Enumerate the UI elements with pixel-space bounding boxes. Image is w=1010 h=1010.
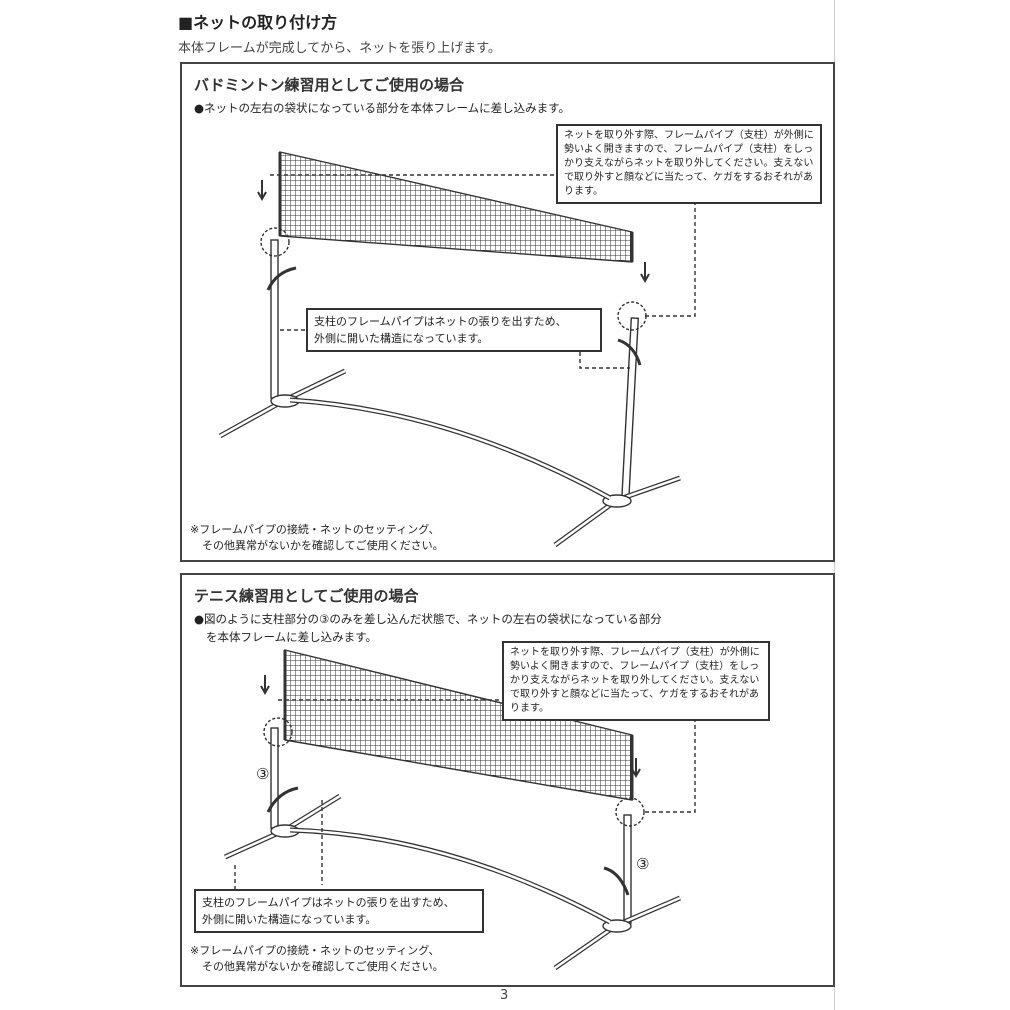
pole-note-line: 支柱のフレームパイプはネットの張りを出すため、 xyxy=(202,896,455,909)
tennis-section: テニス練習用としてご使用の場合 ●図のように支柱部分の③のみを差し込んだ状態で、… xyxy=(180,573,835,987)
page-heading: ■ネットの取り付け方 xyxy=(178,13,338,32)
badminton-section: バドミントン練習用としてご使用の場合 ●ネットの左右の袋状になっている部分を本体… xyxy=(180,62,835,562)
part-3-label: ③ xyxy=(636,855,650,873)
pole-note-line: 支柱のフレームパイプはネットの張りを出すため、 xyxy=(314,315,567,328)
footnote-line: その他異常がないかを確認してご使用ください。 xyxy=(202,539,444,552)
page-number: 3 xyxy=(500,988,509,1003)
footnote-line: ※フレームパイプの接続・ネットのセッティング、 xyxy=(190,523,440,536)
footnote-line: その他異常がないかを確認してご使用ください。 xyxy=(202,960,444,973)
badminton-pole-note: 支柱のフレームパイプはネットの張りを出すため、 外側に開いた構造になっています。 xyxy=(306,308,602,352)
badminton-title: バドミントン練習用としてご使用の場合 xyxy=(194,76,465,94)
tennis-pole-note: 支柱のフレームパイプはネットの張りを出すため、 外側に開いた構造になっています。 xyxy=(194,889,484,933)
badminton-footnote: ※フレームパイプの接続・ネットのセッティング、 その他異常がないかを確認してご使… xyxy=(190,522,444,554)
badminton-instruction: ●ネットの左右の袋状になっている部分を本体フレームに差し込みます。 xyxy=(194,101,570,115)
part-3-label: ③ xyxy=(256,765,270,783)
tennis-title: テニス練習用としてご使用の場合 xyxy=(194,587,419,605)
badminton-warning-callout: ネットを取り外す際、フレームパイプ（支柱）が外側に勢いよく開きますので、フレーム… xyxy=(556,124,822,204)
tennis-footnote: ※フレームパイプの接続・ネットのセッティング、 その他異常がないかを確認してご使… xyxy=(190,943,444,975)
tennis-instruction-1: ●図のように支柱部分の③のみを差し込んだ状態で、ネットの左右の袋状になっている部… xyxy=(194,612,662,626)
pole-note-line: 外側に開いた構造になっています。 xyxy=(202,913,377,926)
footnote-line: ※フレームパイプの接続・ネットのセッティング、 xyxy=(190,944,440,957)
tennis-warning-callout: ネットを取り外す際、フレームパイプ（支柱）が外側に勢いよく開きますので、フレーム… xyxy=(502,641,770,721)
pole-note-line: 外側に開いた構造になっています。 xyxy=(314,332,489,345)
tennis-instruction-2: を本体フレームに差し込みます。 xyxy=(206,630,378,644)
intro-text: 本体フレームが完成してから、ネットを張り上げます。 xyxy=(178,41,501,56)
